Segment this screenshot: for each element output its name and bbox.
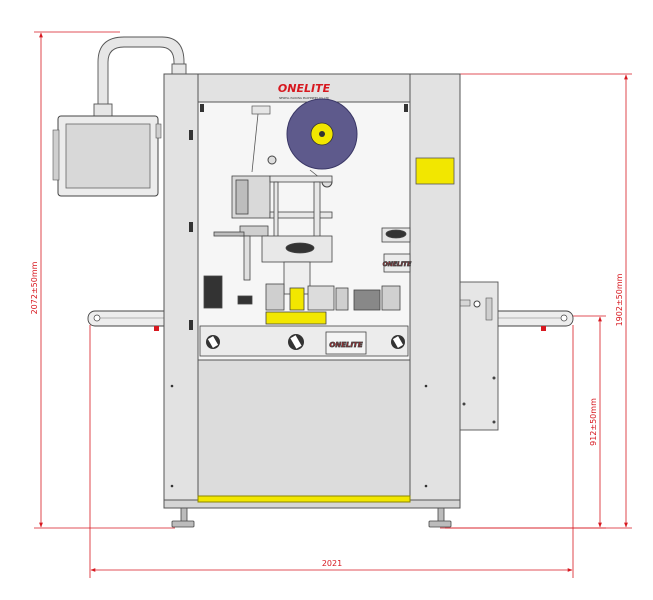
dim-conveyor-height: 912±50mm bbox=[589, 398, 598, 446]
machine-feet bbox=[171, 505, 452, 528]
dim-overall-width: 2021 bbox=[322, 559, 342, 568]
safety-label bbox=[415, 157, 455, 185]
side-module bbox=[457, 281, 499, 431]
labeling-head bbox=[203, 175, 401, 325]
control-strip: ONELITE bbox=[199, 325, 409, 357]
monitor-arm bbox=[93, 36, 187, 117]
brand-name: ONELITE bbox=[278, 82, 331, 95]
dim-frame-height: 1902±50mm bbox=[615, 273, 624, 326]
dimension-lines bbox=[34, 31, 632, 578]
main-frame bbox=[163, 73, 461, 509]
brand-logo: ONELITE NEWELL PACKING MACHINERY CO.,LTD bbox=[278, 82, 331, 100]
labeling-station-right: ONELITE bbox=[381, 227, 413, 273]
brand-name-small: ONELITE bbox=[383, 261, 412, 268]
brand-name-panel: ONELITE bbox=[329, 341, 362, 349]
dim-overall-height: 2072±50mm bbox=[30, 261, 39, 314]
touch-screen-icon bbox=[52, 115, 162, 197]
adjust-knob-icon bbox=[206, 334, 405, 350]
label-roll-icon bbox=[251, 98, 358, 188]
brand-tagline: NEWELL PACKING MACHINERY CO.,LTD bbox=[279, 96, 329, 100]
frame-details bbox=[170, 104, 428, 488]
